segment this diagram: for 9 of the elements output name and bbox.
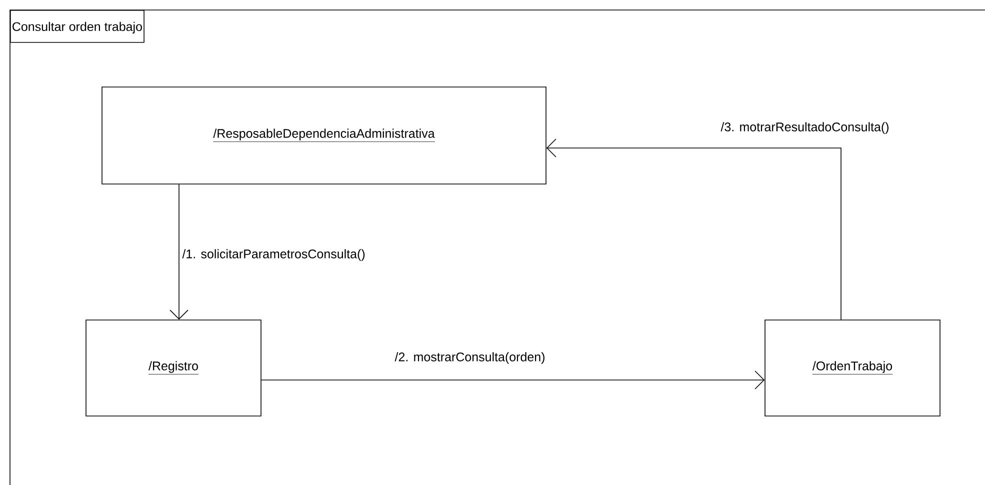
edge-label: /1. solicitarParametrosConsulta() [181,248,366,262]
object-box: /Registro [86,320,262,416]
edge-label: /2. mostrarConsulta(orden) [394,351,546,365]
object-box: /ResposableDependenciaAdministrativa [102,86,546,184]
arrow [170,184,188,320]
object-box: /OrdenTrabajo [764,320,940,416]
arrow [261,370,765,390]
arrow [546,138,842,320]
edge-label: /3. motrarResultadoConsulta() [720,121,890,135]
